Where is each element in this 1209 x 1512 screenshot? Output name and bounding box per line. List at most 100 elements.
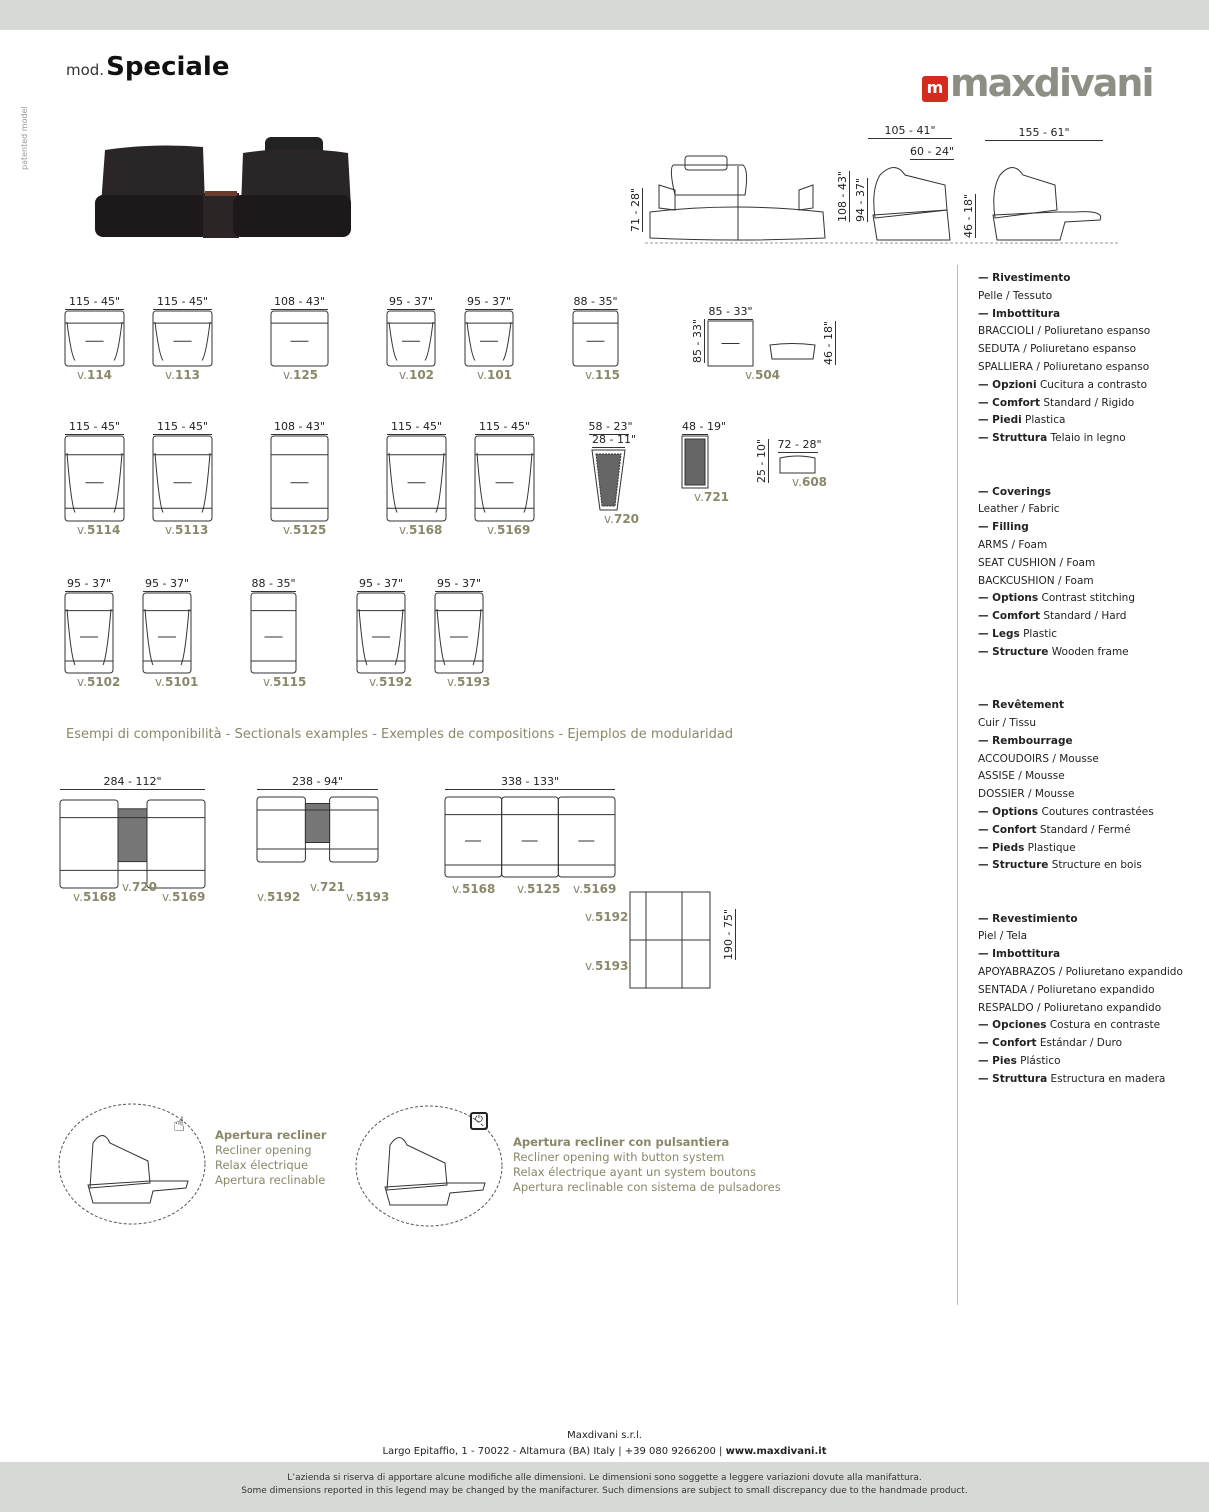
module-label: v.125	[283, 368, 318, 382]
label-prefix: v.	[73, 890, 83, 904]
module-code: 125	[292, 368, 319, 382]
recliner-line: Recliner opening	[215, 1143, 312, 1157]
module-code: 114	[86, 368, 113, 382]
label-prefix: v.	[165, 368, 175, 382]
company-name: Maxdivani s.r.l.	[567, 1430, 642, 1441]
module-dim: 115 - 45"	[475, 420, 534, 435]
recliner-line: Relax électrique ayant un system boutons	[513, 1165, 756, 1179]
spec-key: — Opciones	[978, 1019, 1047, 1032]
recliner-line: Recliner opening with button system	[513, 1150, 725, 1164]
spec-value: Standard / Hard	[1040, 610, 1127, 623]
spec-value: Plastic	[1019, 627, 1058, 640]
module-dim: 95 - 37"	[357, 577, 405, 592]
sectional-label: v.5169	[573, 882, 616, 896]
spec-line: — Struttura Telaio in legno	[978, 430, 1198, 448]
dim-depth: 105 - 41"	[868, 124, 952, 139]
logo-mark-icon: m	[922, 76, 948, 102]
spec-key: — Struttura	[978, 432, 1048, 445]
spec-key: — Legs	[978, 627, 1020, 640]
module-label: v.720	[604, 512, 639, 526]
spec-value: Estructura en madera	[1047, 1072, 1166, 1085]
spec-line: — Legs Plastic	[978, 626, 1198, 644]
sectional-drawing	[59, 799, 206, 889]
spec-value: Cucitura a contrasto	[1036, 378, 1147, 391]
spec-key: — Comfort	[978, 396, 1040, 409]
module-code: 720	[613, 512, 640, 526]
sectional-dim: 338 - 133"	[445, 775, 615, 790]
spacer	[978, 875, 1198, 893]
module-code: 5169	[582, 882, 617, 896]
plug-icon: ⏻	[470, 1112, 488, 1130]
module-code: 5192	[594, 910, 629, 924]
module-label: v.5113	[165, 523, 208, 537]
spec-line: RESPALDO / Poliuretano expandido	[978, 1000, 1198, 1018]
module-dim-tertiary: 46 - 18"	[822, 320, 836, 365]
sectional-label: v.5193	[346, 890, 389, 904]
spec-key: — Pies	[978, 1055, 1017, 1068]
module-label: v.5102	[77, 675, 120, 689]
label-prefix: v.	[792, 475, 802, 489]
module-code: 720	[131, 880, 158, 894]
module-label: v.608	[792, 475, 827, 489]
label-prefix: v.	[310, 880, 320, 894]
website-link[interactable]: www.maxdivani.it	[725, 1446, 827, 1457]
spec-value: Plastica	[1021, 414, 1066, 427]
spec-line: ASSISE / Mousse	[978, 768, 1198, 786]
module-dim: 95 - 37"	[65, 577, 113, 592]
module-code: 5169	[171, 890, 206, 904]
spec-key: — Revêtement	[978, 699, 1065, 712]
spec-line: — Revêtement	[978, 697, 1198, 715]
sectional-dim: 238 - 94"	[257, 775, 378, 790]
spacer	[978, 466, 1198, 484]
module-drawing-125	[270, 310, 329, 367]
module-label: v.102	[399, 368, 434, 382]
spec-line: — Imbottitura	[978, 946, 1198, 964]
module-label: v.5168	[399, 523, 442, 537]
label-prefix: v.	[263, 675, 273, 689]
label-prefix: v.	[487, 523, 497, 537]
spec-line: — Opzioni Cucitura a contrasto	[978, 377, 1198, 395]
disclaimer-en: Some dimensions reported in this legend …	[241, 1486, 968, 1496]
module-drawing-5115	[250, 592, 297, 674]
brand-wordmark: maxdivani	[950, 61, 1154, 105]
label-prefix: v.	[573, 882, 583, 896]
label-prefix: v.	[585, 959, 595, 973]
module-drawing-5168	[386, 435, 447, 522]
overview-drawing	[645, 155, 1120, 244]
spec-line: — Imbottitura	[978, 306, 1198, 324]
spec-key: — Opzioni	[978, 378, 1037, 391]
label-prefix: v.	[77, 368, 87, 382]
spec-value: APOYABRAZOS / Poliuretano expandido	[978, 966, 1183, 979]
spec-key: — Coverings	[978, 485, 1052, 498]
spec-value: BACKCUSHION / Foam	[978, 574, 1094, 587]
spec-value: ARMS / Foam	[978, 538, 1048, 551]
module-dim: 48 - 19"	[682, 420, 727, 435]
spec-key: — Imbottitura	[978, 948, 1061, 961]
patented-note: patented model	[20, 106, 29, 170]
spec-value: SPALLIERA / Poliuretano espanso	[978, 360, 1150, 373]
spec-key: — Options	[978, 805, 1039, 818]
module-dim: 108 - 43"	[271, 420, 328, 435]
module-drawing-102	[386, 310, 436, 367]
spec-key: — Filling	[978, 521, 1029, 534]
module-dim: 88 - 35"	[573, 295, 618, 310]
recliner-illustration	[58, 1103, 206, 1225]
spec-value: SEDUTA / Poliuretano espanso	[978, 343, 1137, 356]
sectional-drawing	[444, 796, 616, 878]
module-dim: 85 - 33"	[708, 305, 753, 320]
module-code: 5169	[496, 523, 531, 537]
sectional-label: v.5125	[517, 882, 560, 896]
module-drawing-5193	[434, 592, 484, 674]
module-label: v.5125	[283, 523, 326, 537]
spec-value: Plástico	[1016, 1055, 1061, 1068]
module-code: 5114	[86, 523, 121, 537]
spec-line: APOYABRAZOS / Poliuretano expandido	[978, 964, 1198, 982]
dim-height-total: 108 - 43"	[836, 170, 850, 222]
spec-value: ASSISE / Mousse	[978, 770, 1065, 783]
spacer	[978, 448, 1198, 466]
module-dim: 115 - 45"	[387, 420, 446, 435]
label-prefix: v.	[604, 512, 614, 526]
sectional-label: v.5193	[585, 959, 628, 973]
